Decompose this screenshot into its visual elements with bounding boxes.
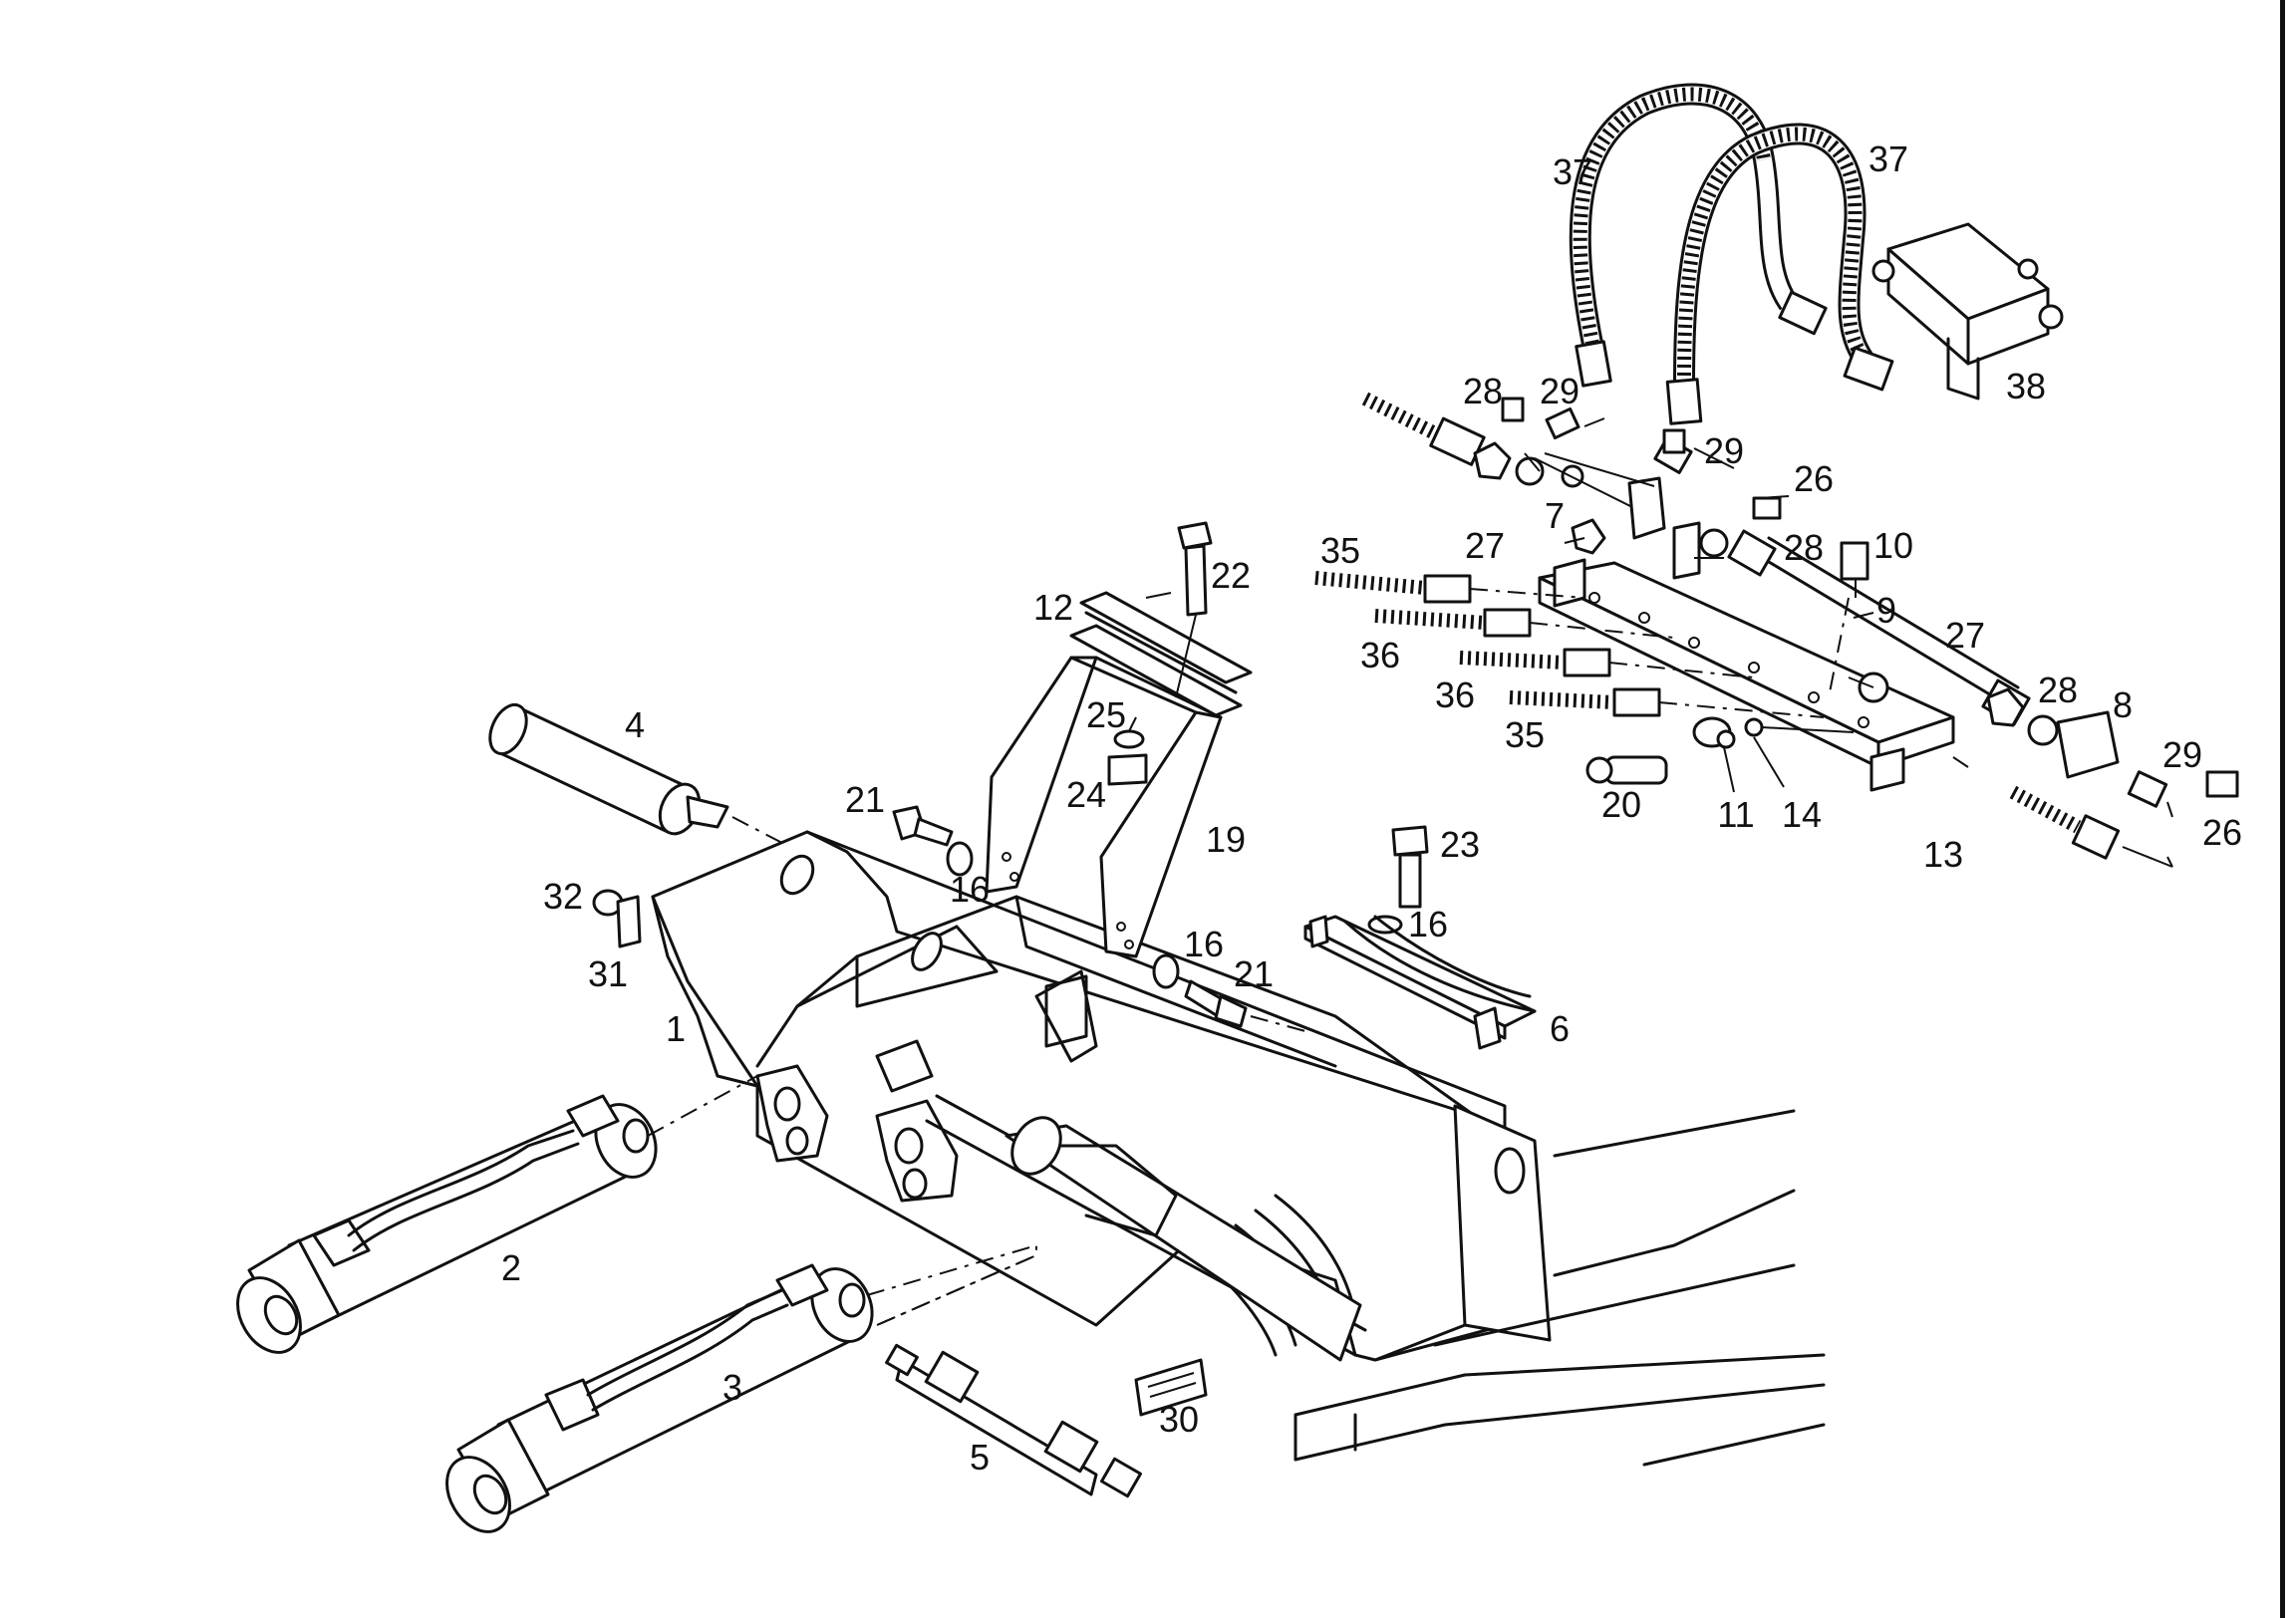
cylinder-2	[236, 1075, 758, 1354]
plates-12	[1069, 591, 1253, 717]
callout-9: 9	[1876, 590, 1896, 631]
callout-24: 24	[1066, 774, 1106, 815]
callout-1: 1	[666, 1008, 686, 1049]
callout-5: 5	[970, 1437, 990, 1478]
callout-35-bottom: 35	[1505, 714, 1545, 755]
rod-5	[876, 1254, 1142, 1498]
hydraulic-hose-37-left	[1569, 83, 1828, 388]
callout-36-top: 36	[1360, 635, 1400, 675]
callout-38: 38	[2006, 366, 2046, 406]
hydraulic-hose-37-right	[1665, 123, 1894, 425]
bracket-19	[985, 656, 1223, 1063]
callout-12: 12	[1033, 587, 1073, 628]
fittings-upper	[1361, 392, 1782, 580]
bolt-22	[1175, 521, 1213, 698]
callout-21-right: 21	[1234, 953, 1274, 994]
callout-27-left: 27	[1465, 525, 1505, 566]
callout-25: 25	[1086, 694, 1126, 735]
callout-16-mid: 16	[1184, 924, 1224, 964]
callout-26-bottom: 26	[2202, 812, 2242, 853]
boom-cylinder	[925, 1094, 1367, 1362]
cylinder-4	[488, 702, 848, 878]
fittings-right-lower	[1858, 672, 2239, 868]
callout-16-right: 16	[1408, 904, 1448, 944]
right-border-line	[2280, 0, 2285, 1618]
nut-24-washer-25	[1107, 729, 1148, 786]
callout-21-left: 21	[845, 779, 885, 820]
callout-28-top: 28	[1463, 371, 1503, 411]
bolts-21-washers-16	[892, 805, 1306, 1032]
callout-6: 6	[1550, 1008, 1570, 1049]
callout-26-top: 26	[1794, 458, 1834, 499]
callout-30: 30	[1159, 1399, 1199, 1440]
callout-13: 13	[1923, 834, 1963, 875]
callout-31: 31	[588, 953, 628, 994]
small-parts-11-14-20	[1585, 716, 1855, 793]
plate-6	[1303, 915, 1537, 1050]
callout-8: 8	[2113, 684, 2133, 725]
callout-22: 22	[1211, 555, 1251, 596]
callout-27-right: 27	[1945, 615, 1985, 656]
callout-37-left: 37	[1553, 151, 1592, 192]
fitting-10	[1828, 541, 1869, 698]
callout-20: 20	[1601, 784, 1641, 825]
callout-3: 3	[722, 1367, 742, 1408]
callout-36-mid: 36	[1435, 674, 1475, 715]
callout-2: 2	[501, 1247, 521, 1288]
valve-block-38	[1871, 222, 2064, 401]
callout-14: 14	[1782, 794, 1822, 835]
manifold-plate-assembly	[1538, 558, 1955, 792]
nut-32-plate-31	[592, 889, 642, 948]
callout-29-top: 29	[1540, 371, 1579, 411]
callout-labels: 37 37 38 28 29 29 26 7 27 28 10 35 9 27 …	[501, 138, 2242, 1478]
callout-19: 19	[1206, 819, 1246, 860]
cylinder-3	[445, 1243, 1037, 1533]
callout-11: 11	[1717, 794, 1754, 835]
callout-16-left: 16	[950, 869, 990, 910]
callout-28-right: 28	[2038, 670, 2078, 710]
callout-29-mid: 29	[1704, 430, 1744, 471]
callout-29-right: 29	[2162, 734, 2202, 775]
hoses-35-36	[1314, 571, 1825, 718]
callout-leaders	[1128, 417, 2173, 868]
boom-frame-1	[651, 830, 1552, 1362]
callout-23: 23	[1440, 824, 1480, 865]
callout-35-top: 35	[1320, 530, 1360, 571]
callout-4: 4	[625, 704, 645, 745]
label-plate-30	[1134, 1358, 1208, 1417]
callout-28-mid: 28	[1784, 527, 1824, 568]
callout-32: 32	[543, 876, 583, 917]
callout-10: 10	[1873, 525, 1913, 566]
vehicle-bed	[1293, 1109, 1826, 1467]
callout-7: 7	[1545, 495, 1565, 536]
callout-37-right: 37	[1868, 138, 1908, 179]
